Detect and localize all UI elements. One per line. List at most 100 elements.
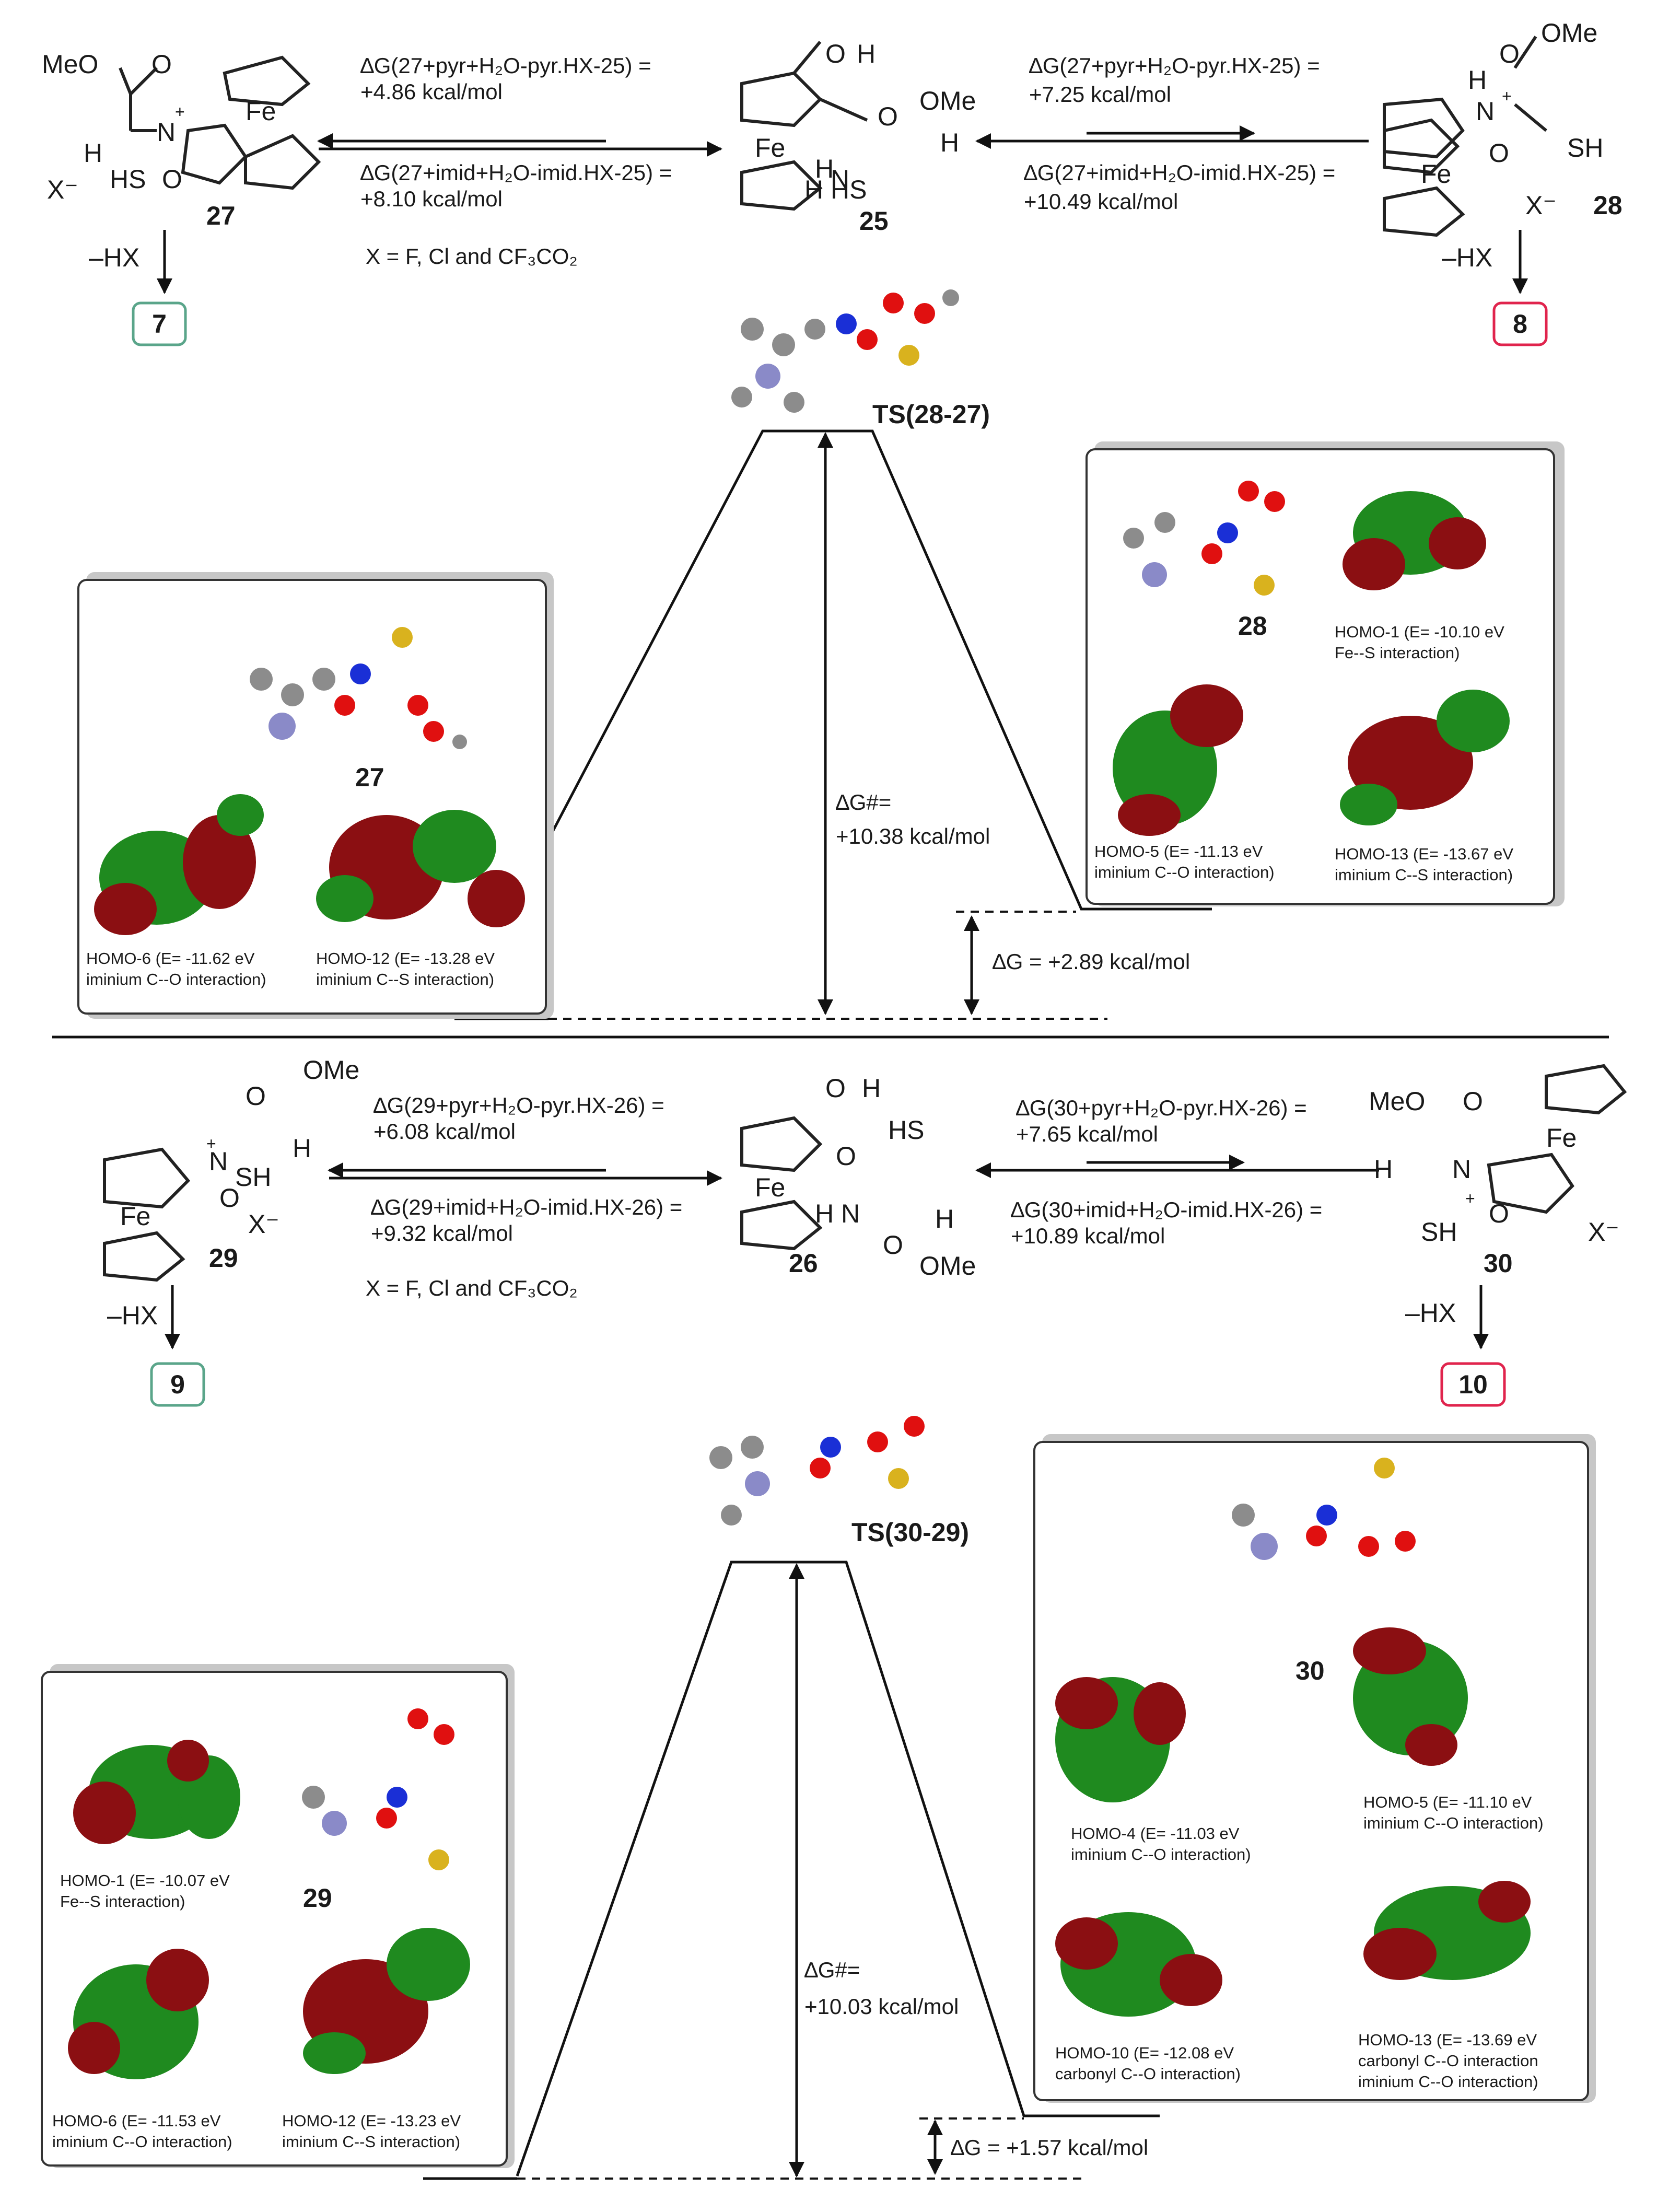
dg-barrier-bot-l2: +10.03 kcal/mol <box>804 1994 959 2019</box>
eq-right-imid-bot-l2: +10.89 kcal/mol <box>1011 1224 1165 1248</box>
box28-cap2-l1: HOMO-5 (E= -11.13 eV <box>1094 842 1263 860</box>
svg-text:N: N <box>1476 97 1495 126</box>
energy-profile-top <box>453 429 1212 1020</box>
box28-cap3-l2: iminium C--S interaction) <box>1335 866 1513 884</box>
svg-text:O: O <box>246 1081 266 1111</box>
meo-label-30: MeO <box>1369 1087 1425 1116</box>
orbital-28-homo5 <box>1113 684 1243 836</box>
ome-label-28: OMe <box>1541 18 1597 48</box>
box27-cap1-l2: iminium C--O interaction) <box>86 970 266 988</box>
box29-cap2-l1: HOMO-6 (E= -11.53 eV <box>52 2112 221 2130</box>
svg-text:O: O <box>825 1074 846 1103</box>
label-29: 29 <box>209 1243 238 1273</box>
product-8-box <box>1492 301 1548 346</box>
mol-28-ballstick <box>1123 481 1285 596</box>
svg-text:H: H <box>935 1204 954 1233</box>
svg-text:+: + <box>206 1134 216 1153</box>
box30-cap2-l2: iminium C--O interaction) <box>1363 1814 1544 1832</box>
ts-30-29-label: TS(30-29) <box>851 1518 969 1547</box>
orbital-box-27 <box>77 579 547 1015</box>
eq-right-imid-line2: +10.49 kcal/mol <box>1024 189 1178 214</box>
box30-cap3-l2: carbonyl C--O interaction) <box>1055 2065 1241 2083</box>
ts-28-27-molecule <box>731 289 959 413</box>
x-definition-bot: X = F, Cl and CF₃CO₂ <box>366 1276 578 1300</box>
sh-label-30: SH <box>1421 1217 1457 1247</box>
box28-cap1-l2: Fe--S interaction) <box>1335 644 1460 662</box>
svg-text:N: N <box>841 1199 860 1228</box>
svg-text:O: O <box>1489 138 1509 168</box>
hs-label-26: HS <box>888 1115 924 1145</box>
svg-text:+: + <box>175 102 185 121</box>
eq-left-pyr-line1: ∆G(27+pyr+H₂O-pyr.HX-25) = <box>360 53 651 78</box>
box30-cap4-l3: iminium C--O interaction) <box>1358 2073 1538 2091</box>
dg-reaction-top: ∆G = +2.89 kcal/mol <box>993 949 1190 974</box>
eq-right-pyr-bot-l1: ∆G(30+pyr+H₂O-pyr.HX-26) = <box>1016 1096 1307 1120</box>
mol-27-ballstick <box>250 627 467 749</box>
eq-left-pyr-bot-l2: +6.08 kcal/mol <box>374 1119 516 1144</box>
box30-cap1-l2: iminium C--O interaction) <box>1071 1845 1251 1864</box>
orbital-29-homo12 <box>303 1928 470 2074</box>
svg-text:H: H <box>815 1199 834 1228</box>
ts-28-27-label: TS(28-27) <box>872 400 990 429</box>
svg-text:N: N <box>209 1147 228 1176</box>
x-definition-top: X = F, Cl and CF₃CO₂ <box>366 244 578 269</box>
fe-label-30: Fe <box>1546 1123 1577 1152</box>
ts-30-29-molecule <box>709 1416 925 1526</box>
sh-label-27: HS <box>110 165 146 194</box>
svg-text:O: O <box>1499 39 1520 68</box>
dg-barrier-top-l2: +10.38 kcal/mol <box>836 824 990 848</box>
ome-label-26: OMe <box>919 1251 976 1280</box>
eq-right-imid-bot-l1: ∆G(30+imid+H₂O-imid.HX-26) = <box>1011 1197 1322 1222</box>
orbital-27-homo6 <box>94 794 264 935</box>
dg-reaction-bot: ∆G = +1.57 kcal/mol <box>951 2135 1148 2160</box>
compound-27-structure: MeO O H N + HS X⁻ O Fe 27 <box>42 50 321 230</box>
box28-cap3-l1: HOMO-13 (E= -13.67 eV <box>1335 845 1513 863</box>
fe-label-29: Fe <box>120 1202 150 1231</box>
dg-barrier-bot-l1: ∆G#= <box>804 1958 860 1982</box>
compound-30-structure: MeO O Fe H N + O SH X⁻ 30 <box>1369 1064 1627 1278</box>
box30-cap4-l2: carbonyl C--O interaction <box>1358 2052 1538 2070</box>
svg-text:H: H <box>84 138 102 168</box>
eq-right-pyr-line1: ∆G(27+pyr+H₂O-pyr.HX-25) = <box>1029 53 1320 78</box>
svg-text:O: O <box>1489 1199 1509 1228</box>
svg-text:O: O <box>219 1183 240 1213</box>
box29-cap3-l1: HOMO-12 (E= -13.23 eV <box>282 2112 461 2130</box>
minus-hx-left-top: –HX <box>89 243 139 272</box>
orbital-29-homo6 <box>68 1949 209 2079</box>
svg-text:O: O <box>878 102 898 131</box>
svg-text:H: H <box>862 1074 881 1103</box>
counter-ion-30: X⁻ <box>1588 1217 1619 1247</box>
sh-label-29: SH <box>235 1162 271 1192</box>
box28-mol-label: 28 <box>1238 611 1267 641</box>
sh-label-28: SH <box>1567 133 1603 162</box>
svg-text:H: H <box>804 175 823 204</box>
box29-cap2-l2: iminium C--O interaction) <box>52 2133 232 2151</box>
svg-text:H: H <box>857 39 876 68</box>
svg-text:H: H <box>293 1134 311 1163</box>
label-26: 26 <box>789 1249 818 1278</box>
eq-right-pyr-line2: +7.25 kcal/mol <box>1029 82 1171 107</box>
eq-left-imid-bot-l2: +9.32 kcal/mol <box>371 1221 513 1245</box>
svg-text:+: + <box>1465 1189 1475 1208</box>
box28-cap2-l2: iminium C--O interaction) <box>1094 863 1275 881</box>
minus-hx-left-bot: –HX <box>107 1301 158 1330</box>
minus-hx-right-bot: –HX <box>1405 1298 1456 1328</box>
box29-cap1-l2: Fe--S interaction) <box>60 1892 185 1911</box>
meo-label-27: MeO <box>42 50 98 79</box>
counter-ion-27: X⁻ <box>47 175 78 204</box>
box29-cap3-l2: iminium C--S interaction) <box>282 2133 460 2151</box>
compound-26-structure: O H O HS Fe H N H O OMe 26 <box>740 1074 976 1280</box>
label-25: 25 <box>859 206 889 236</box>
box27-cap2-l2: iminium C--S interaction) <box>316 970 494 988</box>
svg-text:O: O <box>162 165 182 194</box>
box28-cap1-l1: HOMO-1 (E= -10.10 eV <box>1335 623 1504 641</box>
orbital-30-homo10 <box>1055 1912 1222 2017</box>
product-9-box <box>150 1362 205 1407</box>
box30-cap2-l1: HOMO-5 (E= -11.10 eV <box>1363 1793 1532 1811</box>
label-28: 28 <box>1593 191 1623 220</box>
ome-label-25: OMe <box>919 86 976 115</box>
box30-mol-label: 30 <box>1295 1656 1325 1685</box>
ome-label-29: OMe <box>303 1055 359 1085</box>
orbital-30-homo4 <box>1055 1677 1186 1802</box>
svg-text:O: O <box>1463 1087 1483 1116</box>
